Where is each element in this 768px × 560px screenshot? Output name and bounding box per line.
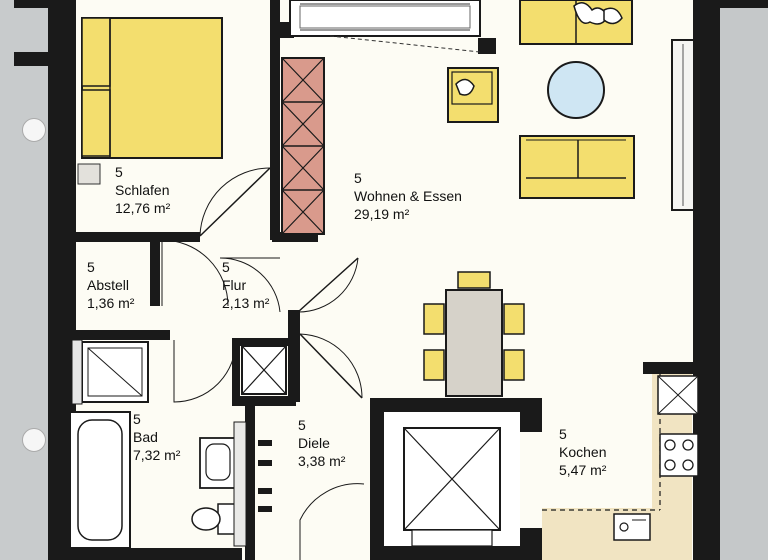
- wall-abstell-south: [76, 330, 170, 340]
- room-area: 7,32 m²: [133, 447, 181, 463]
- wall-shaft-bottom: [232, 396, 296, 406]
- door-flur-living: [219, 257, 281, 313]
- room-label-wohnen: 5 Wohnen & Essen 29,19 m²: [354, 169, 462, 223]
- room-number: 5: [222, 259, 230, 275]
- room-label-schlafen: 5 Schlafen 12,76 m²: [115, 163, 170, 217]
- nightstand: [77, 163, 101, 185]
- room-number: 5: [298, 417, 306, 433]
- wall-stair-right-bottom: [520, 528, 542, 560]
- washbasin: [199, 437, 237, 489]
- armchair: [447, 67, 499, 123]
- room-area: 3,38 m²: [298, 453, 346, 469]
- dining-set: [423, 271, 525, 397]
- room-number: 5: [133, 411, 141, 427]
- room-area: 2,13 m²: [222, 295, 270, 311]
- room-label-kochen: 5 Kochen 5,47 m²: [559, 425, 606, 479]
- door-abstell: [161, 239, 229, 307]
- shower: [71, 339, 149, 405]
- kitchen: [542, 374, 699, 560]
- door-living: [297, 257, 359, 313]
- shaft: [241, 345, 287, 395]
- wall-north-stub-left: [14, 0, 76, 8]
- room-label-bad: 5 Bad 7,32 m²: [133, 410, 180, 464]
- door-bad: [173, 339, 237, 403]
- bed: [81, 17, 223, 159]
- stair-shaft: [384, 412, 520, 547]
- room-number: 5: [87, 259, 95, 275]
- window-east: [671, 39, 695, 211]
- room-name: Abstell: [87, 277, 130, 293]
- sofa-top: [519, 0, 633, 45]
- sofa-bottom: [519, 135, 635, 199]
- room-name: Flur: [222, 277, 247, 293]
- room-area: 1,36 m²: [87, 295, 135, 311]
- wall-north-stub-right: [693, 0, 768, 8]
- room-number: 5: [559, 426, 567, 442]
- room-name: Diele: [298, 435, 330, 451]
- wall-flur-east: [288, 310, 300, 402]
- bad-installation-wall: [233, 421, 247, 547]
- room-label-flur: 5 Flur 2,13 m²: [222, 258, 269, 312]
- wall-bedroom-south-b: [272, 232, 318, 242]
- room-area: 5,47 m²: [559, 462, 607, 478]
- bathtub: [69, 411, 131, 549]
- wall-bedroom-east: [270, 0, 280, 240]
- room-label-diele: 5 Diele 3,38 m²: [298, 416, 345, 470]
- room-number: 5: [354, 170, 362, 186]
- room-name: Schlafen: [115, 182, 170, 198]
- wall-bedroom-south-a: [76, 232, 200, 242]
- punch-hole-bottom: [22, 428, 46, 452]
- wall-shaft-top: [232, 338, 292, 346]
- wall-abstell-east: [150, 242, 160, 306]
- wall-shaft-left: [232, 338, 240, 402]
- room-name: Wohnen & Essen: [354, 188, 462, 204]
- wall-kitchen-top: [643, 362, 700, 374]
- wall-south-left: [62, 548, 242, 560]
- room-name: Kochen: [559, 444, 607, 460]
- door-swings: [161, 167, 365, 560]
- window-mark: [480, 40, 494, 54]
- door-bedroom: [199, 167, 271, 237]
- diele-hooks: [258, 440, 272, 512]
- door-entry: [299, 483, 365, 560]
- wall-bad-diele: [245, 406, 255, 560]
- window-living: [289, 0, 481, 53]
- coffee-table: [547, 61, 605, 119]
- room-area: 29,19 m²: [354, 206, 410, 222]
- wall-diele-stair: [370, 398, 384, 560]
- wall-stair-right-top: [520, 412, 542, 432]
- room-area: 12,76 m²: [115, 200, 171, 216]
- wall-west-pier: [14, 52, 76, 66]
- paper-edge-right: [720, 0, 768, 560]
- room-number: 5: [115, 164, 123, 180]
- toilet: [191, 503, 237, 535]
- room-label-abstell: 5 Abstell 1,36 m²: [87, 258, 134, 312]
- door-diele: [299, 333, 363, 399]
- shelf-unit: [281, 57, 325, 235]
- room-name: Bad: [133, 429, 158, 445]
- wall-stair-top: [384, 398, 542, 412]
- punch-hole-top: [22, 118, 46, 142]
- wall-stair-bottom: [384, 546, 520, 560]
- wall-abstell-corner: [150, 330, 160, 340]
